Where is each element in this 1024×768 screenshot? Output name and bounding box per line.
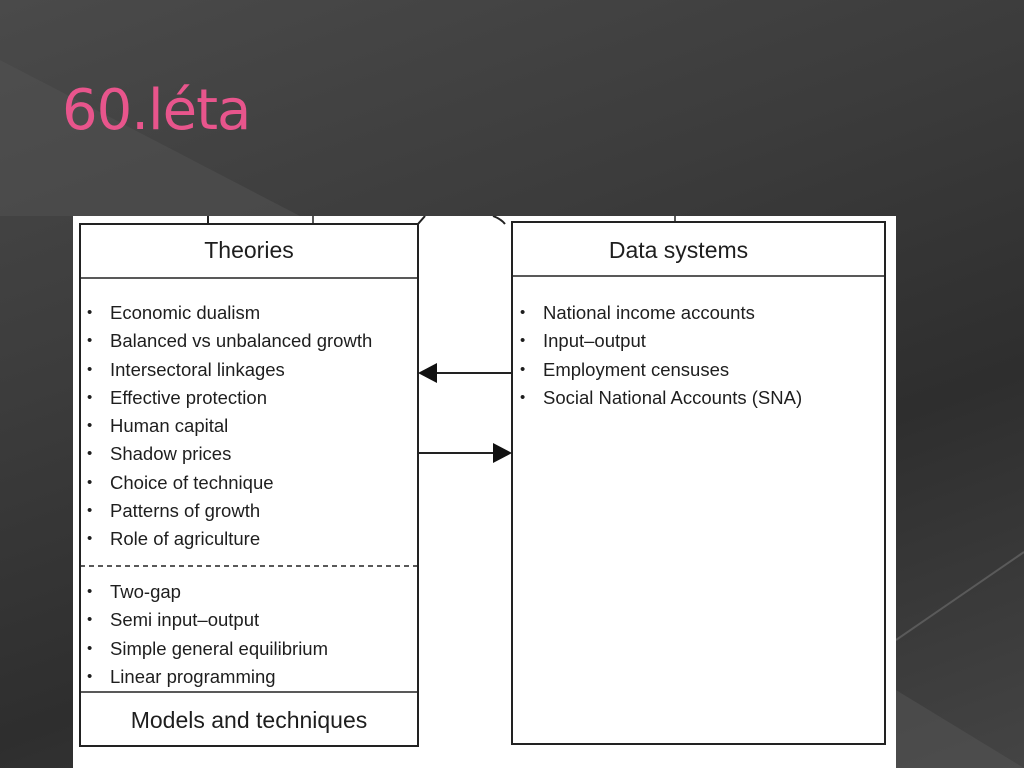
list-item: Intersectoral linkages: [87, 356, 372, 385]
list-item: Semi input–output: [87, 606, 328, 635]
list-item: Linear programming: [87, 663, 328, 692]
diagram-scan: Theories Economic dualism Balanced vs un…: [73, 216, 896, 768]
data-systems-header: Data systems: [608, 237, 749, 263]
models-header: Models and techniques: [130, 707, 368, 733]
theories-box-outline: [79, 223, 419, 747]
list-item: Input–output: [520, 327, 802, 356]
data-systems-box-outline: [511, 221, 886, 745]
theories-header: Theories: [204, 237, 294, 263]
list-item: Economic dualism: [87, 299, 372, 328]
list-item: Social National Accounts (SNA): [520, 384, 802, 413]
list-item: Simple general equilibrium: [87, 635, 328, 664]
list-item: Choice of technique: [87, 469, 372, 498]
arrow-to-theories-head: [418, 363, 437, 383]
list-item: Role of agriculture: [87, 525, 372, 554]
top-connector-curve: [417, 216, 506, 225]
list-item: Patterns of growth: [87, 497, 372, 526]
list-item: Effective protection: [87, 384, 372, 413]
diagram-lines: [79, 216, 886, 747]
arrow-to-data-head: [493, 443, 512, 463]
data-systems-list: National income accounts Input–output Em…: [520, 299, 802, 412]
list-item: Balanced vs unbalanced growth: [87, 327, 372, 356]
list-item: Human capital: [87, 412, 372, 441]
list-item: Shadow prices: [87, 440, 372, 469]
theories-list: Economic dualism Balanced vs unbalanced …: [87, 299, 372, 554]
models-list: Two-gap Semi input–output Simple general…: [87, 578, 328, 691]
list-item: Two-gap: [87, 578, 328, 607]
slide-title: 60.léta: [62, 78, 251, 143]
list-item: National income accounts: [520, 299, 802, 328]
list-item: Employment censuses: [520, 356, 802, 385]
